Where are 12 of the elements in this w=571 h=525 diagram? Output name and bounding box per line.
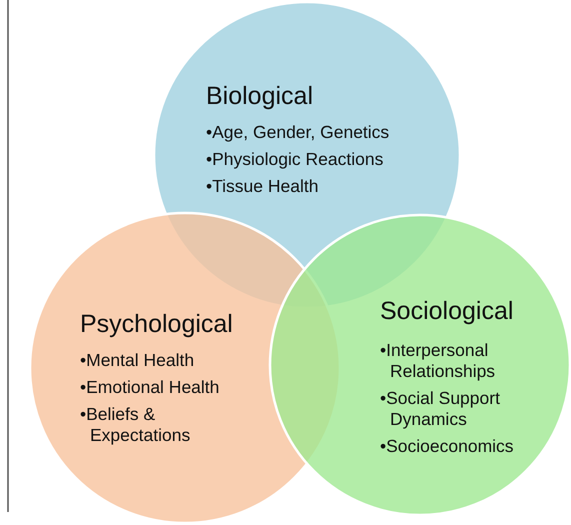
bullet-item: •Socioeconomics xyxy=(380,436,515,457)
bullet-item: •Emotional Health xyxy=(80,377,220,398)
bullet-item: •Tissue Health xyxy=(206,176,320,197)
bullet-item: •Interpersonal Relationships xyxy=(380,340,496,382)
bullet-item: •Mental Health xyxy=(80,350,196,371)
bullet-item: •Age, Gender, Genetics xyxy=(206,122,390,143)
circle-heading: Psychological xyxy=(80,310,233,339)
bullet-item: •Social Support Dynamics xyxy=(380,388,501,430)
bullet-item: •Physiologic Reactions xyxy=(206,149,384,170)
bullet-item: •Beliefs & Expectations xyxy=(80,404,192,446)
circle-heading: Sociological xyxy=(380,297,514,326)
circle-heading: Biological xyxy=(206,82,314,111)
